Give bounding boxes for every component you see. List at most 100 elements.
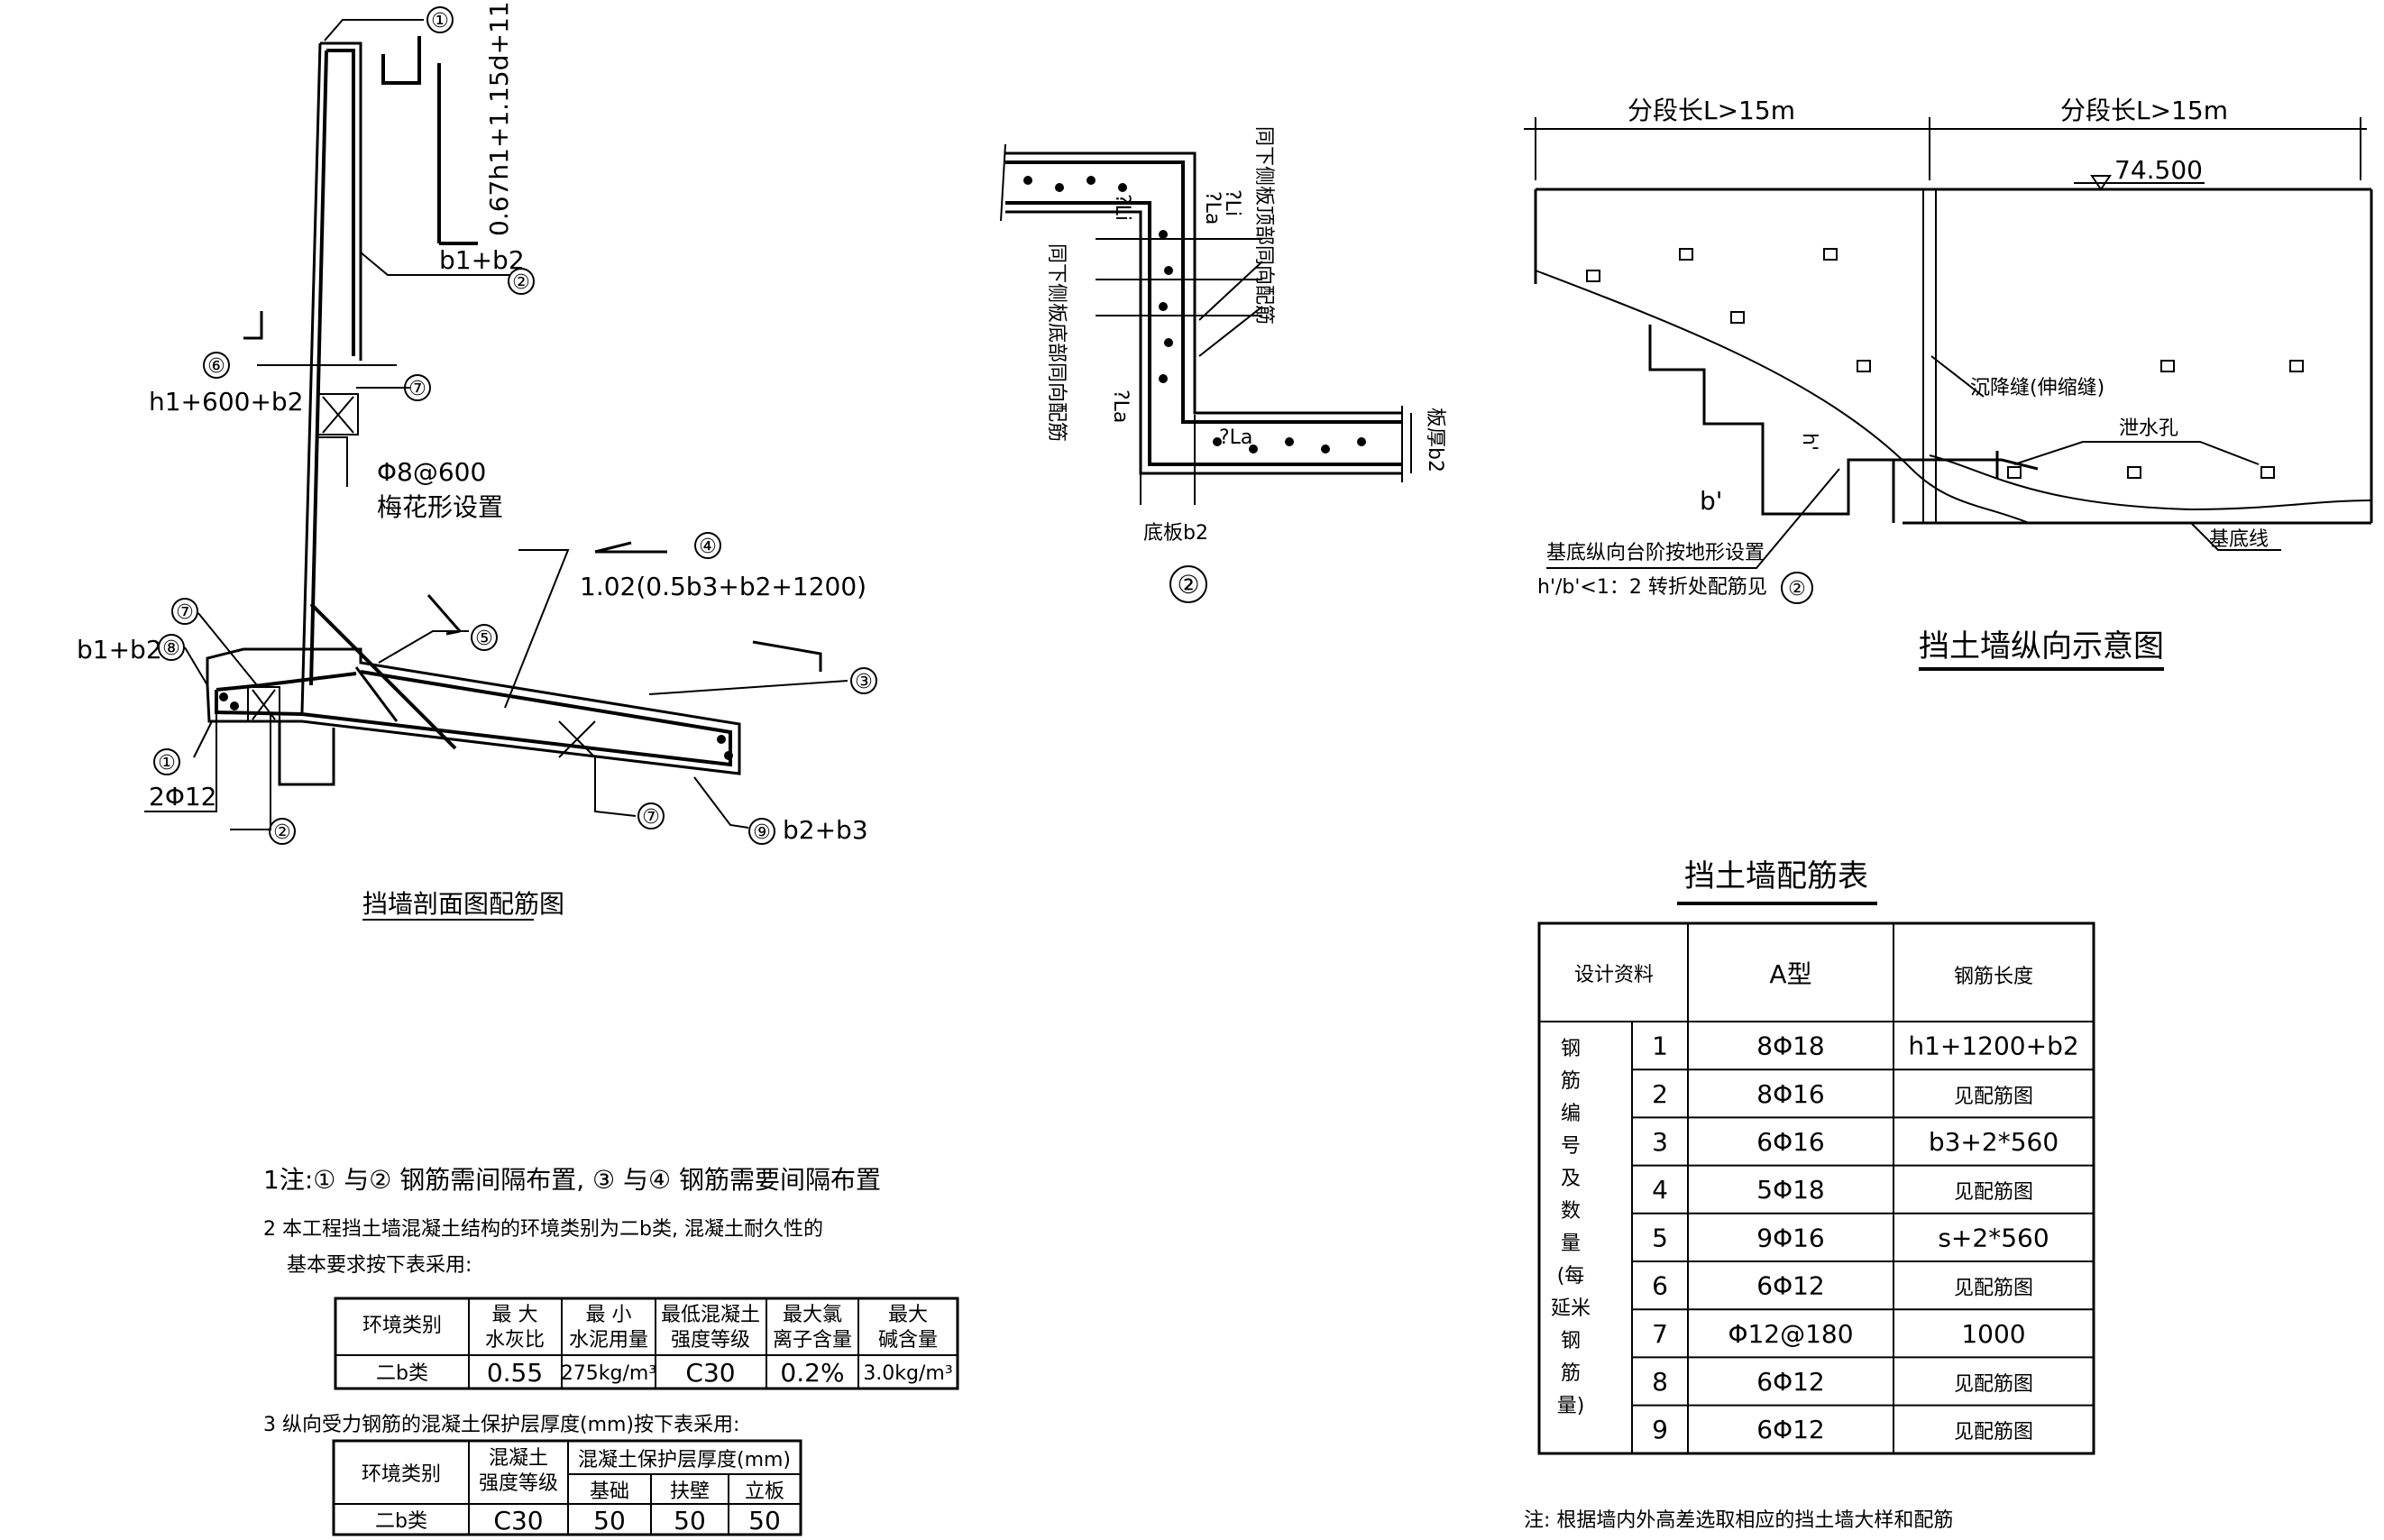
mark-8: ⑧	[162, 637, 180, 660]
t2-h-grade-a: 混凝土	[489, 1447, 548, 1470]
label-b1b2-left: b1+b2	[77, 635, 162, 665]
rebar-row-typeA: 6Φ12	[1756, 1367, 1824, 1397]
long-drain: 泄水孔	[2119, 417, 2178, 440]
note-2a: 2 本工程挡土墙混凝土结构的环境类别为二b类, 混凝土耐久性的	[263, 1218, 823, 1241]
label-b1b2-top: b1+b2	[439, 245, 525, 275]
mark-9: ⑨	[753, 821, 771, 844]
mark-4: ④	[699, 536, 717, 558]
t2-h-cover: 混凝土保护层厚度(mm)	[578, 1449, 791, 1471]
t1-h-env: 环境类别	[362, 1315, 442, 1337]
notes: 1注:① 与② 钢筋需间隔布置, ③ 与④ 钢筋需要间隔布置 2 本工程挡土墙混…	[263, 1165, 881, 1436]
note-1: 1注:① 与② 钢筋需间隔布置, ③ 与④ 钢筋需要间隔布置	[263, 1165, 881, 1195]
t2-h-env: 环境类别	[362, 1463, 441, 1486]
long-ratio-note: h'/b'<1：2 转折处配筋见	[1537, 576, 1767, 599]
long-ratio-ref: ②	[1788, 578, 1806, 600]
rebar-row-no: 9	[1652, 1415, 1668, 1444]
rebar-row-no: 2	[1652, 1079, 1668, 1109]
t1-cement: 275kg/m³	[561, 1362, 656, 1385]
rebar-side-char: 量	[1561, 1233, 1581, 1255]
rebar-side-char: 筋	[1561, 1070, 1581, 1093]
t1-h-grade-b: 强度等级	[671, 1329, 750, 1352]
rebar-side-char: 数	[1561, 1200, 1581, 1223]
rebar-row-length: 见配筋图	[1954, 1181, 2033, 1204]
t2-env: 二b类	[375, 1510, 427, 1533]
rebar-row-length: 见配筋图	[1954, 1373, 2033, 1396]
t2-found: 50	[593, 1506, 626, 1535]
mark-7-wall: ⑦	[408, 378, 426, 400]
label-h1-600-b2: h1+600+b2	[149, 387, 304, 417]
mark-7-base-right: ⑦	[642, 806, 660, 829]
rebar-row-no: 4	[1652, 1175, 1668, 1205]
long-seg1: 分段长L>15m	[1628, 96, 1795, 125]
rebar-row-length: 见配筋图	[1954, 1421, 2033, 1444]
detail-li-1: ?Li	[1111, 194, 1133, 221]
long-bprime: b'	[1700, 486, 1722, 516]
detail-li-2: ?Li	[1221, 189, 1243, 216]
t1-grade: C30	[685, 1358, 735, 1388]
note-3: 3 纵向受力钢筋的混凝土保护层厚度(mm)按下表采用:	[263, 1414, 739, 1436]
long-hprime: h'	[1798, 433, 1820, 451]
mark-2-top: ②	[512, 271, 530, 294]
rebar-row-length: s+2*560	[1938, 1223, 2049, 1252]
section-marks: ① ② ⑥ ⑦ ④ ⑤ ③ ⑦ ⑧ ① ② ⑦ ⑨	[153, 6, 877, 845]
rebar-row-length: b3+2*560	[1929, 1127, 2058, 1157]
t1-h-grade-a: 最低混凝土	[661, 1304, 760, 1326]
rebar-row-length: 见配筋图	[1954, 1086, 2033, 1108]
mark-1-base: ①	[158, 752, 176, 775]
rebar-side-char: 钢	[1561, 1330, 1581, 1352]
detail-la-1: ?La	[1201, 191, 1224, 225]
mark-7-base-left: ⑦	[176, 601, 194, 624]
rebar-side-char: 钢	[1561, 1038, 1581, 1060]
rebar-table-note: 注: 根据墙内外高差选取相应的挡土墙大样和配筋	[1524, 1509, 1953, 1532]
mark-2-base: ②	[273, 821, 291, 844]
t1-h-alkali-b: 碱含量	[878, 1329, 938, 1352]
rebar-row-no: 5	[1652, 1223, 1668, 1252]
rebar-side-char: (每	[1557, 1265, 1585, 1288]
rebar-side-char: 筋	[1561, 1362, 1581, 1385]
rebar-row-no: 1	[1652, 1031, 1668, 1061]
rt-h-typeA: A型	[1769, 959, 1811, 989]
t1-wcr: 0.55	[487, 1358, 543, 1388]
rebar-row-typeA: 8Φ18	[1756, 1031, 1824, 1061]
detail-2-drawing: 同下侧板顶部同向配筋 同下侧板底部同向配筋 ?La ?Li ?Li ?La ?L…	[1000, 126, 1446, 603]
detail-plate-thick: 板厚b2	[1424, 408, 1446, 472]
longitudinal-drawing: 分段长L>15m 分段长L>15m 74.500	[1524, 96, 2373, 671]
rebar-side-char: 量)	[1557, 1395, 1585, 1417]
t1-h-chloride-b: 离子含量	[773, 1329, 852, 1352]
t2-stem: 50	[748, 1506, 781, 1535]
long-elev: 74.500	[2114, 155, 2203, 185]
detail-same-bottom: 同下侧板底部同向配筋	[1045, 243, 1068, 442]
section-title: 挡墙剖面图配筋图	[362, 889, 564, 919]
t2-buttress: 50	[674, 1506, 706, 1535]
rt-h-design: 设计资料	[1574, 964, 1654, 986]
rebar-row-no: 3	[1652, 1127, 1668, 1157]
rebar-side-char: 延米	[1551, 1297, 1591, 1320]
rebar-side-char: 及	[1561, 1168, 1581, 1190]
rebar-row-no: 8	[1652, 1367, 1668, 1397]
rebar-side-char: 号	[1561, 1135, 1581, 1158]
t2-h-found: 基础	[590, 1480, 629, 1503]
detail-base-plate: 底板b2	[1143, 522, 1208, 545]
label-phi8: Φ8@600	[377, 457, 486, 487]
long-settle: 沉降缝(伸缩缝)	[1970, 377, 2104, 399]
t1-env: 二b类	[376, 1362, 428, 1385]
detail-la-2: ?La	[1109, 390, 1132, 423]
rebar-row-length: 见配筋图	[1954, 1278, 2033, 1300]
rebar-row-typeA: 5Φ18	[1756, 1175, 1824, 1205]
label-b2b3: b2+b3	[783, 815, 868, 845]
long-baseline: 基底线	[2209, 528, 2269, 551]
label-2phi12: 2Φ12	[149, 782, 216, 811]
rebar-row-length: 1000	[1961, 1319, 2025, 1349]
section-drawing: ① ② ⑥ ⑦ ④ ⑤ ③ ⑦ ⑧ ① ② ⑦ ⑨ 0.6	[77, 0, 877, 921]
t2-h-stem: 立板	[745, 1480, 784, 1503]
rebar-row-no: 7	[1652, 1319, 1668, 1349]
t1-h-wcr-b: 水灰比	[485, 1329, 545, 1352]
dim-top-formula: 0.67h1+1.15d+1150	[484, 0, 514, 236]
t1-alkali: 3.0kg/m³	[863, 1362, 952, 1385]
rebar-row-typeA: 8Φ16	[1756, 1079, 1824, 1109]
t1-chloride: 0.2%	[780, 1358, 844, 1388]
